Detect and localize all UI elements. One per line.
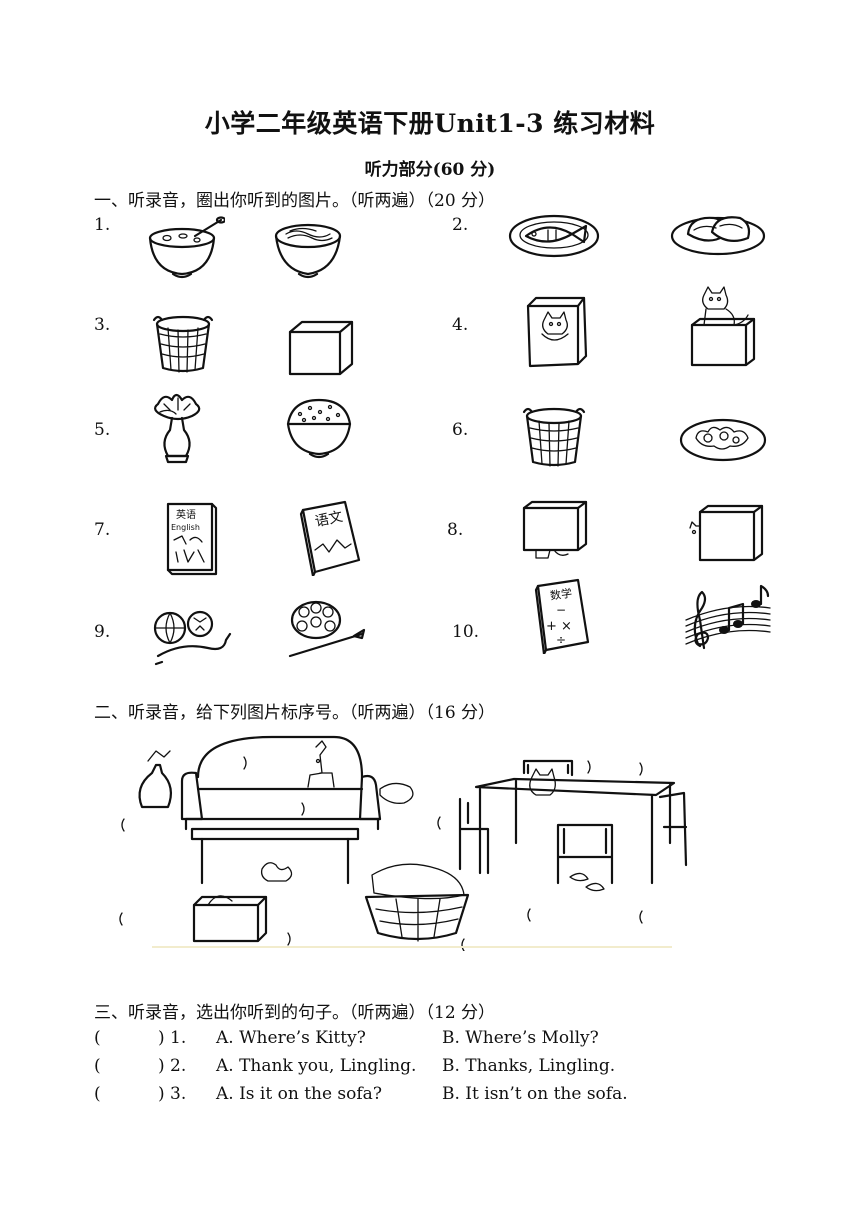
living-room-scene-icon[interactable] <box>112 733 702 951</box>
option-b[interactable]: B. Thanks, Lingling. <box>442 1056 616 1076</box>
section1-heading: 一、听录音，圈出你听到的图片。（听两遍）（20 分） <box>94 191 496 211</box>
item-number: 2. <box>452 215 469 235</box>
svg-text:英语: 英语 <box>176 508 196 521</box>
answer-paren-open[interactable]: ( <box>94 1084 101 1104</box>
english-book-icon[interactable]: 英语 English <box>164 500 218 576</box>
cat-on-box-icon[interactable] <box>686 285 760 369</box>
fish-plate-icon[interactable] <box>508 212 600 262</box>
question-row: ( ) 3. A. Is it on the sofa? B. It isn’t… <box>94 1084 794 1108</box>
basket-icon[interactable] <box>150 312 216 374</box>
question-row: ( ) 1. A. Where’s Kitty? B. Where’s Moll… <box>94 1028 794 1052</box>
section2-heading: 二、听录音，给下列图片标序号。（听两遍）（16 分） <box>94 703 496 723</box>
question-number: ) 2. <box>158 1056 187 1076</box>
item-number: 10. <box>452 622 480 642</box>
cat-behind-box-icon[interactable] <box>686 502 766 564</box>
rice-bowl-icon[interactable] <box>284 398 354 460</box>
basket-icon[interactable] <box>520 404 588 468</box>
music-notes-icon[interactable] <box>684 584 772 650</box>
option-a[interactable]: A. Is it on the sofa? <box>216 1084 382 1104</box>
item-number: 6. <box>452 420 469 440</box>
flower-vase-icon[interactable] <box>148 390 206 464</box>
answer-paren-open[interactable]: ( <box>94 1056 101 1076</box>
item-number: 4. <box>452 315 469 335</box>
box-icon[interactable] <box>286 320 356 376</box>
section3-heading: 三、听录音，选出你听到的句子。（听两遍）（12 分） <box>94 1003 496 1023</box>
option-b[interactable]: B. Where’s Molly? <box>442 1028 599 1048</box>
svg-text:语文: 语文 <box>314 509 345 530</box>
paint-palette-icon[interactable] <box>286 598 366 660</box>
question-row: ( ) 2. A. Thank you, Lingling. B. Thanks… <box>94 1056 794 1080</box>
item-number: 9. <box>94 622 111 642</box>
vegetable-plate-icon[interactable] <box>678 412 768 466</box>
option-a[interactable]: A. Where’s Kitty? <box>216 1028 366 1048</box>
item-number: 1. <box>94 215 111 235</box>
soup-bowl-icon[interactable] <box>145 214 225 282</box>
svg-text:−: − <box>556 603 566 617</box>
noodle-bowl-icon[interactable] <box>272 218 344 280</box>
question-number: ) 1. <box>158 1028 187 1048</box>
page-title: 小学二年级英语下册Unit1-3 练习材料 <box>204 109 656 138</box>
item-number: 7. <box>94 520 111 540</box>
cat-in-box-icon[interactable] <box>522 294 594 370</box>
cat-under-box-icon[interactable] <box>520 498 592 562</box>
svg-text:数学: 数学 <box>549 586 573 603</box>
answer-paren-open[interactable]: ( <box>94 1028 101 1048</box>
question-number: ) 3. <box>158 1084 187 1104</box>
svg-text:÷: ÷ <box>556 633 566 647</box>
svg-text:+ ×: + × <box>546 619 572 634</box>
page-subtitle: 听力部分(60 分) <box>364 160 496 180</box>
option-b[interactable]: B. It isn’t on the sofa. <box>442 1084 628 1104</box>
item-number: 5. <box>94 420 111 440</box>
svg-text:English: English <box>171 523 200 532</box>
math-book-icon[interactable]: 数学 − + × ÷ <box>534 578 596 654</box>
item-number: 8. <box>447 520 464 540</box>
chinese-book-icon[interactable]: 语文 <box>297 500 363 576</box>
balls-rope-icon[interactable] <box>152 606 232 666</box>
meat-plate-icon[interactable] <box>668 210 768 258</box>
option-a[interactable]: A. Thank you, Lingling. <box>216 1056 417 1076</box>
item-number: 3. <box>94 315 111 335</box>
